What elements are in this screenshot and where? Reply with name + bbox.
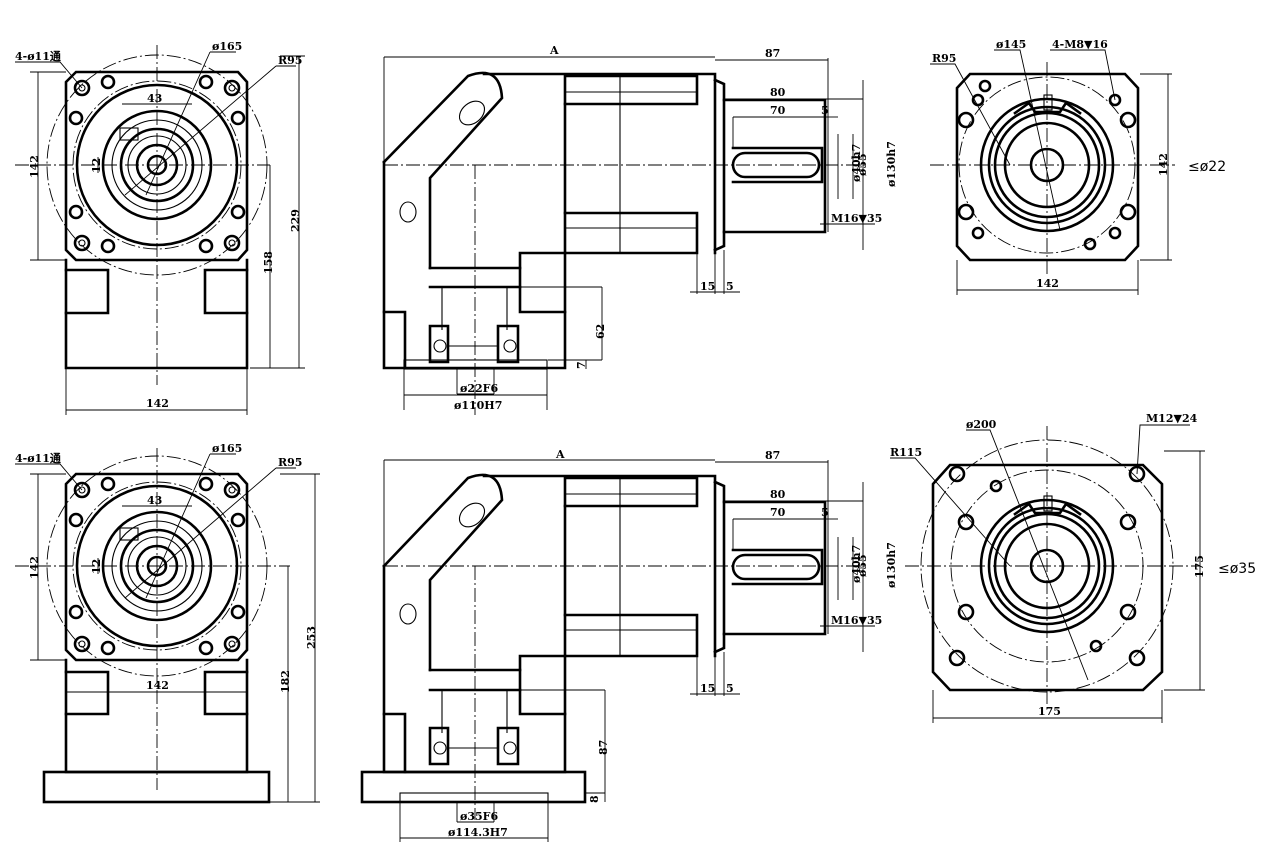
front-view-bottom: 4-ø11通 ø165 R95 43 12 142 142 253 182 xyxy=(15,442,320,804)
height-142: 142 xyxy=(1157,153,1170,176)
shaft-dia: ø40h7 xyxy=(850,144,863,182)
bore-dia: ø22F6 xyxy=(460,382,498,395)
axis-182: 182 xyxy=(279,670,292,693)
width-142: 142 xyxy=(1036,277,1059,290)
dim-87: 87 xyxy=(765,449,780,462)
width-142: 142 xyxy=(146,679,169,692)
radius-label: R95 xyxy=(278,456,302,469)
width-142: 142 xyxy=(146,397,169,410)
side-view-bottom: A 87 80 70 5 ø40h7 ø55 ø130h7 M16▼35 15 … xyxy=(360,448,898,842)
dim-87: 87 xyxy=(765,47,780,60)
taps-label: 4-M8▼16 xyxy=(1052,38,1108,51)
width-175: 175 xyxy=(1038,705,1061,718)
front-view-top: 4-ø11通 ø165 R95 43 12 142 142 229 158 xyxy=(15,40,305,415)
side-view-top: A 87 80 70 5 ø40h7 ø55 ø130h7 M16▼35 15 … xyxy=(382,44,898,415)
spigot-dia: ø110H7 xyxy=(454,399,502,412)
pilot-dia: ø130h7 xyxy=(885,542,898,588)
dim-a: A xyxy=(555,448,565,461)
dim-55: ø55 xyxy=(856,554,869,577)
height-142: 142 xyxy=(28,556,41,579)
flange-holes xyxy=(957,79,1137,251)
flange-holes xyxy=(948,465,1146,667)
flange-view-top: R95 ø145 4-M8▼16 142 142 ≤ø22 xyxy=(930,38,1226,295)
dim-62: 62 xyxy=(594,324,607,339)
motor-shaft-label: ≤ø22 xyxy=(1188,159,1226,175)
dim-70: 70 xyxy=(770,506,786,519)
spigot-dia: ø114.3H7 xyxy=(448,826,508,839)
pilot-dia: ø130h7 xyxy=(885,141,898,187)
dim-5: 5 xyxy=(821,104,829,117)
pcd-label: ø165 xyxy=(212,442,242,455)
dim-8: 8 xyxy=(588,795,601,803)
dim-5: 5 xyxy=(821,506,829,519)
dim-70: 70 xyxy=(770,104,786,117)
dim-87v: 87 xyxy=(597,740,610,755)
holes-label: 4-ø11通 xyxy=(15,452,61,465)
bolt-holes xyxy=(68,74,246,254)
dim-12: 12 xyxy=(90,158,103,173)
tap-label: M16▼35 xyxy=(831,614,882,627)
shaft-dia: ø40h7 xyxy=(850,545,863,583)
dim-55: ø55 xyxy=(856,153,869,176)
bore-dia: ø35F6 xyxy=(460,810,498,823)
dim-15: 15 xyxy=(700,682,715,695)
taps-label: M12▼24 xyxy=(1146,412,1198,425)
holes-label: 4-ø11通 xyxy=(15,50,61,63)
pcd-label: ø165 xyxy=(212,40,242,53)
dim-5b: 5 xyxy=(726,682,734,695)
motor-shaft-label: ≤ø35 xyxy=(1218,561,1256,577)
total-253: 253 xyxy=(305,626,318,649)
pcd-label: ø145 xyxy=(996,38,1026,51)
radius-label: R95 xyxy=(932,52,956,65)
radius-label: R115 xyxy=(890,446,922,459)
dim-80: 80 xyxy=(770,86,786,99)
height-142: 142 xyxy=(28,155,41,178)
dim-15: 15 xyxy=(700,280,715,293)
pcd-label: ø200 xyxy=(966,418,997,431)
dim-7: 7 xyxy=(575,361,588,369)
flange-view-bottom: R115 ø200 M12▼24 175 175 ≤ø35 xyxy=(890,412,1256,723)
dim-43: 43 xyxy=(147,494,162,507)
dim-a: A xyxy=(549,44,559,57)
tap-label: M16▼35 xyxy=(831,212,882,225)
dim-80: 80 xyxy=(770,488,786,501)
radius-label: R95 xyxy=(278,54,302,67)
dim-12: 12 xyxy=(90,559,103,574)
total-229: 229 xyxy=(289,209,302,232)
height-175: 175 xyxy=(1193,555,1206,578)
bolt-holes xyxy=(68,476,246,656)
dim-43: 43 xyxy=(147,92,162,105)
axis-158: 158 xyxy=(262,251,275,274)
dim-5b: 5 xyxy=(726,280,734,293)
